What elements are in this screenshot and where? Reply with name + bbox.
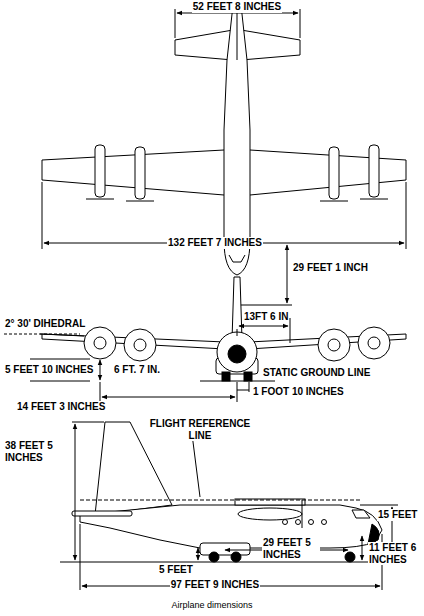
dimension-label: 5 FEET [158,564,194,576]
dimension-label: 2° 30' DIHEDRAL [4,318,86,330]
dimension-label: 29 FEET 5 INCHES [262,537,320,560]
dimension-label: STATIC GROUND LINE [262,367,371,379]
dimension-label: 15 FEET [377,509,418,521]
dimension-label: 11 FEET 6 INCHES [368,542,418,565]
dimension-label: 29 FEET 1 INCH [292,262,369,274]
dimension-label: 5 FEET 10 INCHES [4,364,94,376]
top-view [42,5,406,305]
dimension-label: 6 FT. 7 IN. [113,364,161,376]
dimension-label: 52 FEET 8 INCHES [192,1,282,13]
dimension-label: 38 FEET 5 INCHES [4,440,66,463]
dimension-label: 13FT 6 IN [243,311,289,323]
dimension-label: 132 FEET 7 INCHES [167,237,263,249]
dimension-label: 97 FEET 9 INCHES [170,579,260,591]
side-view [60,422,398,590]
figure-caption: Airplane dimensions [171,600,252,610]
dimension-label: FLIGHT REFERENCE LINE [143,418,257,441]
dimension-label: 14 FEET 3 INCHES [16,401,106,413]
dimension-label: 1 FOOT 10 INCHES [252,386,345,398]
front-view [4,277,406,402]
